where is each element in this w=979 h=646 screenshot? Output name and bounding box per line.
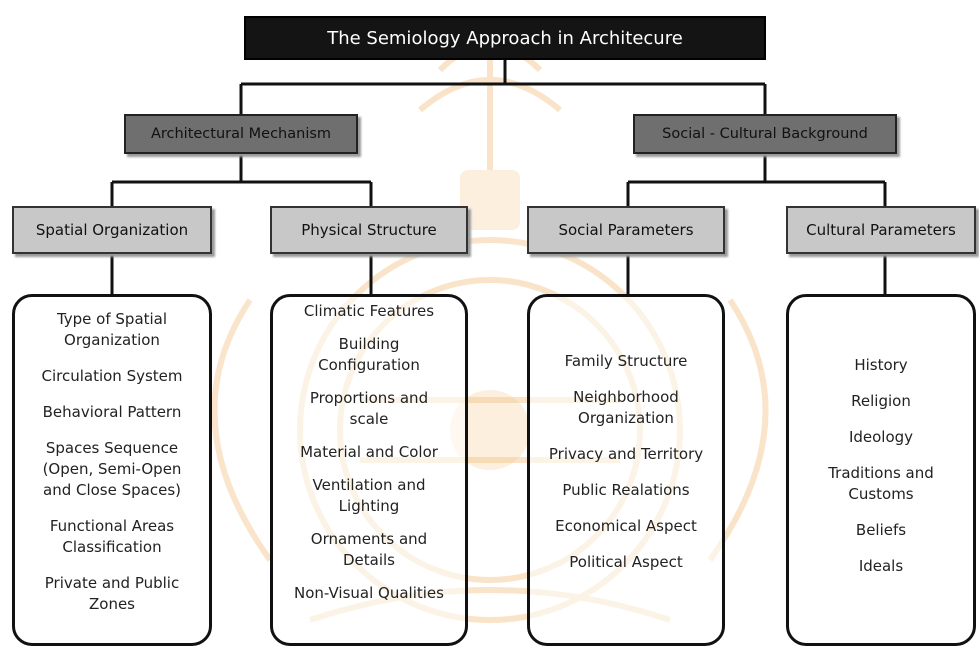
list-social-parameters: Family Structure Neighborhood Organizati… — [527, 294, 725, 646]
list-item: Economical Aspect — [555, 517, 697, 535]
list-item: Behavioral Pattern — [42, 403, 182, 421]
list-item: Climatic Features — [303, 302, 435, 320]
list-item: Beliefs — [855, 521, 907, 539]
list-item: Family Structure — [564, 352, 688, 370]
list-item: Private and Public Zones — [44, 574, 180, 613]
list-item: Functional Areas Classification — [49, 517, 175, 556]
list-item: Building Configuration — [318, 335, 420, 374]
list-item: Ventilation and Lighting — [312, 476, 426, 515]
list-item: Public Realations — [562, 481, 690, 499]
list-item: Circulation System — [41, 367, 183, 385]
list-item: Non-Visual Qualities — [294, 584, 444, 602]
node-physical-structure: Physical Structure — [270, 206, 468, 254]
diagram-title: The Semiology Approach in Architecure — [244, 16, 766, 60]
node-social-cultural-background: Social - Cultural Background — [633, 114, 897, 154]
node-social-parameters: Social Parameters — [527, 206, 725, 254]
node-cultural-parameters: Cultural Parameters — [786, 206, 976, 254]
list-item: Type of Spatial Organization — [56, 310, 168, 349]
list-item: Ideology — [848, 428, 914, 446]
list-item: Traditions and Customs — [828, 464, 934, 503]
list-cultural-parameters: History Religion Ideology Traditions and… — [786, 294, 976, 646]
node-spatial-organization: Spatial Organization — [12, 206, 212, 254]
list-item: Neighborhood Organization — [573, 388, 679, 427]
list-item: Ideals — [858, 557, 904, 575]
list-spatial-organization: Type of Spatial Organization Circulation… — [12, 294, 212, 646]
list-physical-structure: Climatic Features Building Configuration… — [270, 294, 468, 646]
list-item: Spaces Sequence (Open, Semi-Open and Clo… — [42, 439, 182, 499]
node-architectural-mechanism: Architectural Mechanism — [124, 114, 358, 154]
list-item: Privacy and Territory — [548, 445, 704, 463]
list-item: Religion — [851, 392, 911, 410]
list-item: Material and Color — [300, 443, 438, 461]
list-item: Political Aspect — [569, 553, 683, 571]
list-item: Ornaments and Details — [310, 530, 428, 569]
list-item: History — [854, 356, 908, 374]
list-item: Proportions and scale — [309, 389, 429, 428]
